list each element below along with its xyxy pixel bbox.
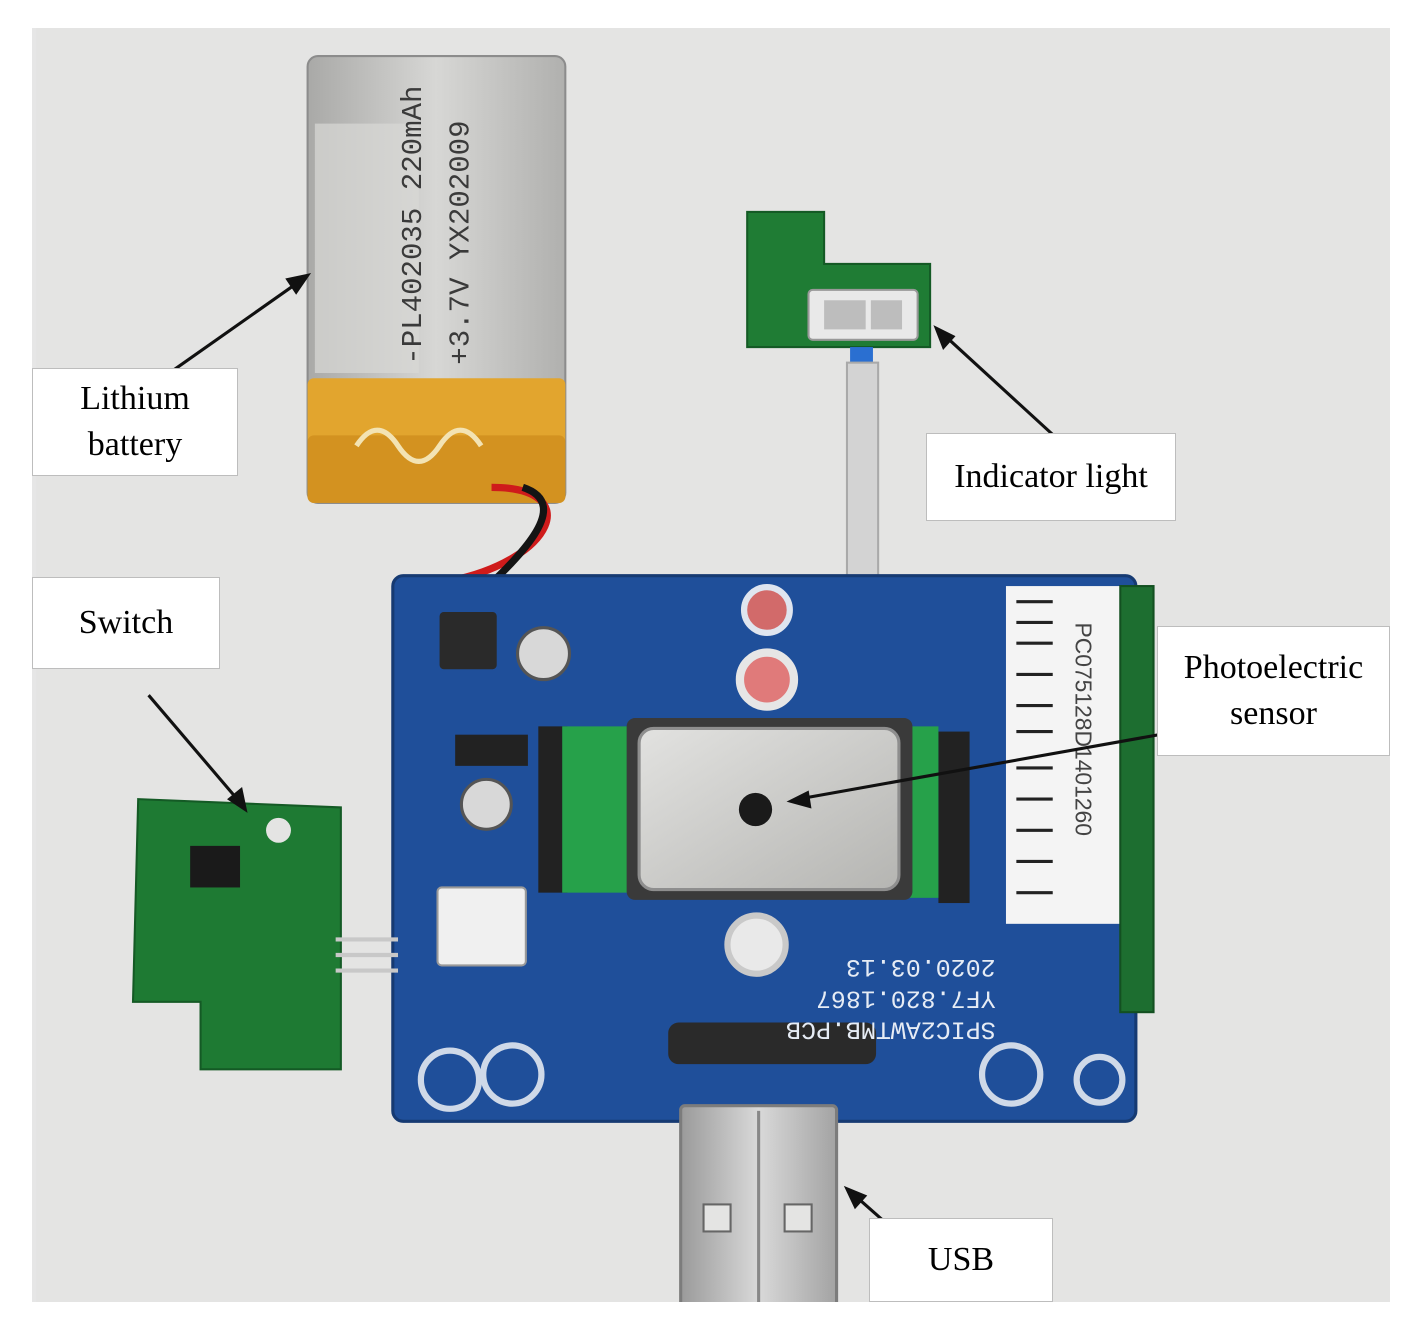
pcb-date: 2020.03.13 (846, 952, 996, 980)
side-board (1119, 585, 1155, 1014)
battery-print-line1: -PL402035 220mAh (397, 86, 430, 365)
label-switch: Switch (32, 577, 220, 669)
label-usb: USB (869, 1218, 1053, 1302)
label-switch-text: Switch (78, 604, 174, 641)
switch-wires (335, 937, 399, 973)
label-lithium-battery-line2: battery (87, 426, 183, 463)
pcb-part: YF7.820.1867 (816, 983, 996, 1011)
sensor-carrier-board (562, 726, 635, 893)
pcb-board: SPIC2AWTMB.PCB (786, 1015, 996, 1043)
main-pcb: PC075128D1401260 2020.03.13 YF7.820.1867… (391, 574, 1155, 1123)
label-lithium-battery: Lithium battery (32, 368, 238, 476)
lithium-battery: -PL402035 220mAh +3.7V YX202009 (306, 55, 567, 504)
label-indicator-light-text: Indicator light (954, 458, 1148, 495)
annotation-arrows (147, 273, 1206, 1266)
label-photoelectric-sensor: Photoelectric sensor (1157, 626, 1390, 756)
bottom-pin-row (668, 1022, 877, 1065)
label-indicator-light: Indicator light (926, 433, 1176, 521)
indicator-light-board (746, 210, 932, 577)
label-photoelectric-sensor-line1: Photoelectric (1183, 649, 1364, 686)
sensor-aperture (738, 792, 773, 827)
switch-board (131, 798, 399, 1071)
label-photoelectric-sensor-line2: sensor (1230, 695, 1317, 732)
ribbon-cable (845, 361, 880, 577)
usb-plug (679, 1104, 839, 1302)
barcode-label (1005, 586, 1121, 924)
battery-print-line2: +3.7V YX202009 (445, 120, 478, 364)
label-usb-text: USB (927, 1241, 995, 1278)
barcode-text: PC075128D1401260 (1071, 622, 1097, 836)
label-lithium-battery-line1: Lithium (80, 380, 190, 417)
pin-header-right (938, 731, 970, 904)
battery-connector (436, 886, 527, 967)
switch-chip (190, 845, 241, 888)
